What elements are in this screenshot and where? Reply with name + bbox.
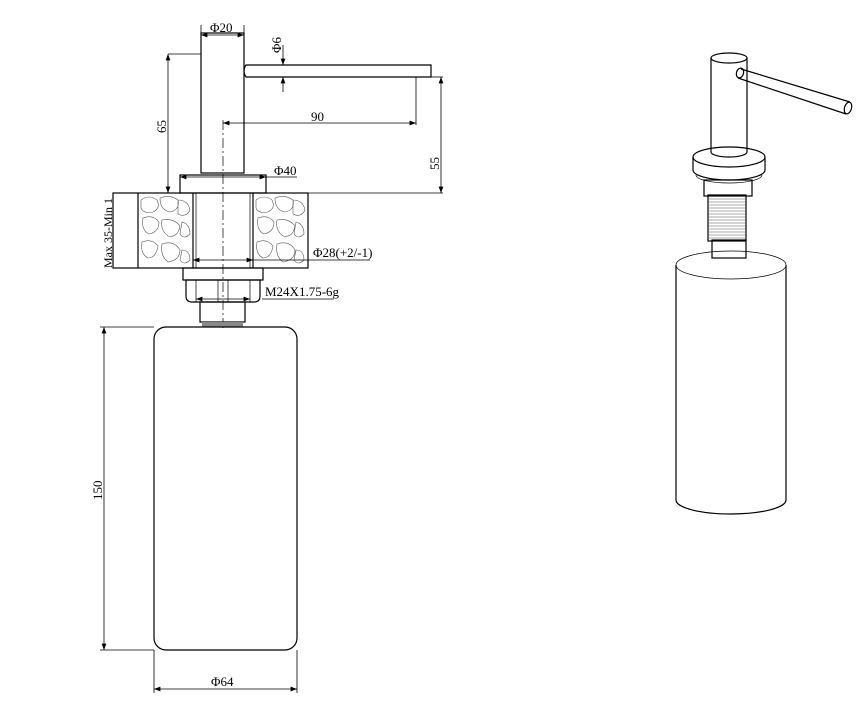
- mounting-nut: [185, 279, 261, 303]
- dimension-spout-reach: 90: [223, 77, 417, 126]
- label-bottle-diameter: Φ64: [211, 674, 234, 689]
- orthographic-view: Φ20 Φ6 65 90 55 Φ40 Max 35-: [90, 20, 444, 693]
- iso-spout: [735, 67, 853, 115]
- label-spout-reach: 90: [311, 109, 324, 124]
- label-spout-height: 55: [427, 157, 442, 170]
- label-bottle-height: 150: [90, 481, 105, 501]
- iso-bottle: [675, 250, 787, 515]
- pump-stem: [200, 32, 245, 174]
- stone-hatch: [140, 196, 306, 264]
- label-stem-diameter: Φ20: [210, 20, 233, 35]
- dimension-bottle-diameter: Φ64: [153, 650, 298, 693]
- dimension-flange-diameter: Φ40: [180, 163, 297, 180]
- label-hole-diameter: Φ28(+2/-1): [313, 245, 372, 260]
- isometric-view: [675, 52, 853, 515]
- label-stem-height: 65: [154, 120, 169, 133]
- iso-flange: [692, 146, 766, 184]
- label-flange-diameter: Φ40: [274, 163, 297, 178]
- iso-stem: [710, 52, 748, 158]
- label-thread: M24X1.75-6g: [265, 284, 340, 299]
- dimension-thread: M24X1.75-6g: [196, 284, 340, 302]
- countertop-section: [112, 192, 309, 269]
- dimension-spout-diameter: Φ6: [269, 36, 286, 92]
- thread: [202, 322, 243, 327]
- dimension-counter-thickness: Max 35-Min 1: [101, 198, 115, 268]
- dimension-bottle-height: 150: [90, 326, 154, 651]
- label-counter-thickness: Max 35-Min 1: [101, 198, 115, 268]
- dimension-spout-height: 55: [266, 76, 444, 194]
- dimension-stem-diameter: Φ20: [200, 20, 245, 38]
- threaded-shank: [199, 301, 246, 323]
- dimension-hole-diameter: Φ28(+2/-1): [193, 245, 372, 263]
- bottle: [153, 326, 298, 651]
- spout: [243, 64, 432, 78]
- iso-thread: [707, 194, 747, 242]
- dimension-stem-height: 65: [154, 53, 201, 193]
- label-spout-diameter: Φ6: [269, 36, 284, 53]
